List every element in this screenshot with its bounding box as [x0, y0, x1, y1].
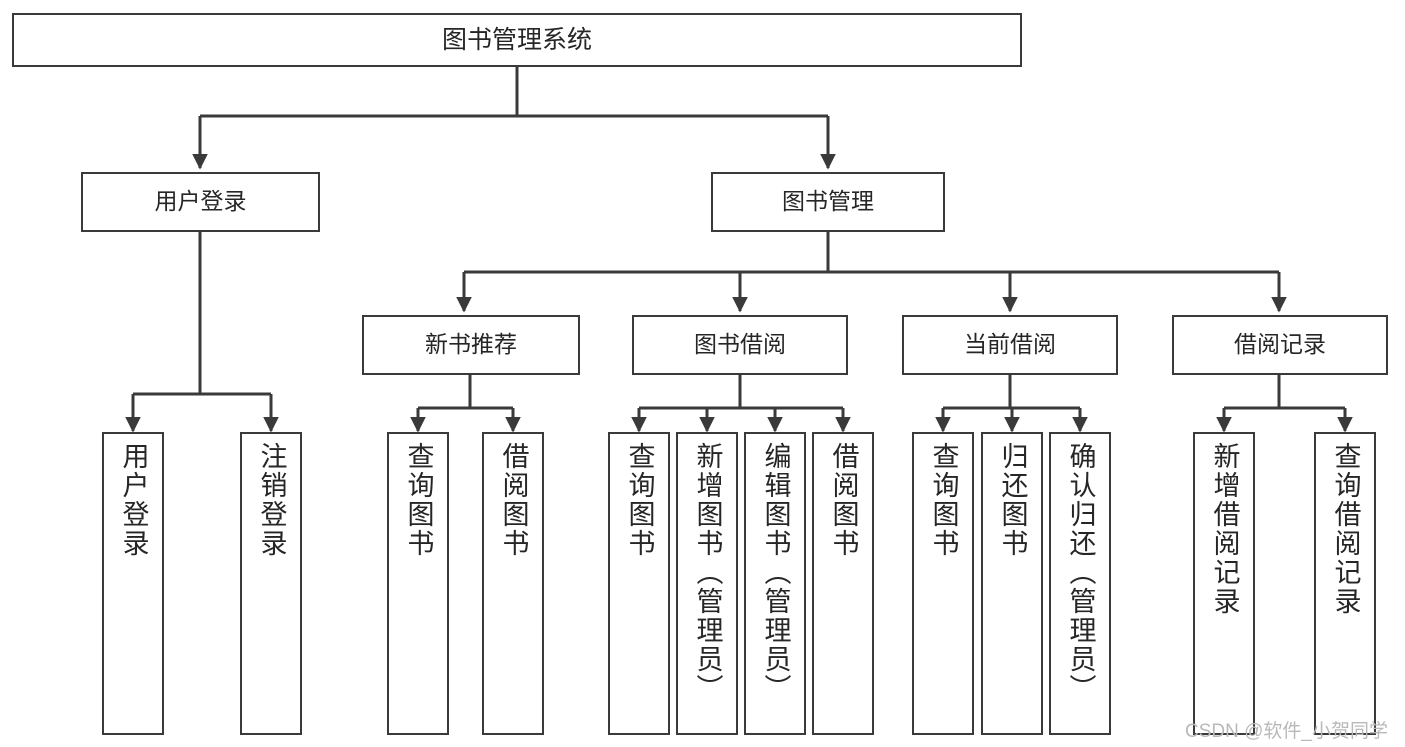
- node-label: 编辑图书（管理员）: [760, 442, 791, 703]
- node-label: 新增借阅记录: [1209, 442, 1240, 616]
- node-leaf-add-book[interactable]: 新增图书（管理员）: [676, 432, 738, 735]
- node-label: 查询图书: [624, 442, 655, 558]
- node-label: 图书管理系统: [441, 26, 592, 54]
- node-label: 确认归还（管理员）: [1065, 442, 1096, 703]
- node-label: 查询借阅记录: [1330, 442, 1361, 616]
- node-label: 当前借阅: [964, 331, 1056, 358]
- csdn-watermark: CSDN @软件_小贺同学: [1185, 721, 1388, 742]
- node-leaf-add-borrow-record[interactable]: 新增借阅记录: [1193, 432, 1255, 735]
- node-label: 查询图书: [928, 442, 959, 558]
- node-label: 用户登录: [154, 188, 247, 215]
- node-label: 归还图书: [997, 442, 1028, 558]
- node-label: 借阅记录: [1234, 331, 1326, 358]
- node-label: 用户登录: [118, 442, 149, 558]
- node-leaf-query-borrow-record[interactable]: 查询借阅记录: [1314, 432, 1376, 735]
- node-label: 图书借阅: [694, 331, 786, 358]
- node-leaf-query-book-current[interactable]: 查询图书: [912, 432, 974, 735]
- node-label: 新增图书（管理员）: [692, 442, 723, 703]
- node-leaf-confirm-return[interactable]: 确认归还（管理员）: [1049, 432, 1111, 735]
- node-label: 借阅图书: [828, 442, 859, 558]
- node-leaf-user-login[interactable]: 用户登录: [102, 432, 164, 735]
- node-label: 图书管理: [782, 188, 874, 215]
- node-book-borrow[interactable]: 图书借阅: [632, 315, 848, 375]
- node-current-borrow[interactable]: 当前借阅: [902, 315, 1118, 375]
- node-label: 借阅图书: [498, 442, 529, 558]
- node-leaf-return-book[interactable]: 归还图书: [981, 432, 1043, 735]
- node-book-management[interactable]: 图书管理: [711, 172, 945, 232]
- node-leaf-query-book-recommend[interactable]: 查询图书: [387, 432, 449, 735]
- node-new-book-recommend[interactable]: 新书推荐: [362, 315, 580, 375]
- node-label: 新书推荐: [425, 331, 517, 358]
- node-leaf-logout-login[interactable]: 注销登录: [240, 432, 302, 735]
- node-label: 注销登录: [256, 442, 287, 558]
- node-leaf-edit-book[interactable]: 编辑图书（管理员）: [744, 432, 806, 735]
- node-label: 查询图书: [403, 442, 434, 558]
- node-user-login[interactable]: 用户登录: [81, 172, 320, 232]
- node-leaf-borrow-book-recommend[interactable]: 借阅图书: [482, 432, 544, 735]
- node-leaf-borrow-book[interactable]: 借阅图书: [812, 432, 874, 735]
- node-book-management-system[interactable]: 图书管理系统: [12, 13, 1022, 67]
- node-borrow-record[interactable]: 借阅记录: [1172, 315, 1388, 375]
- node-leaf-query-book-borrow[interactable]: 查询图书: [608, 432, 670, 735]
